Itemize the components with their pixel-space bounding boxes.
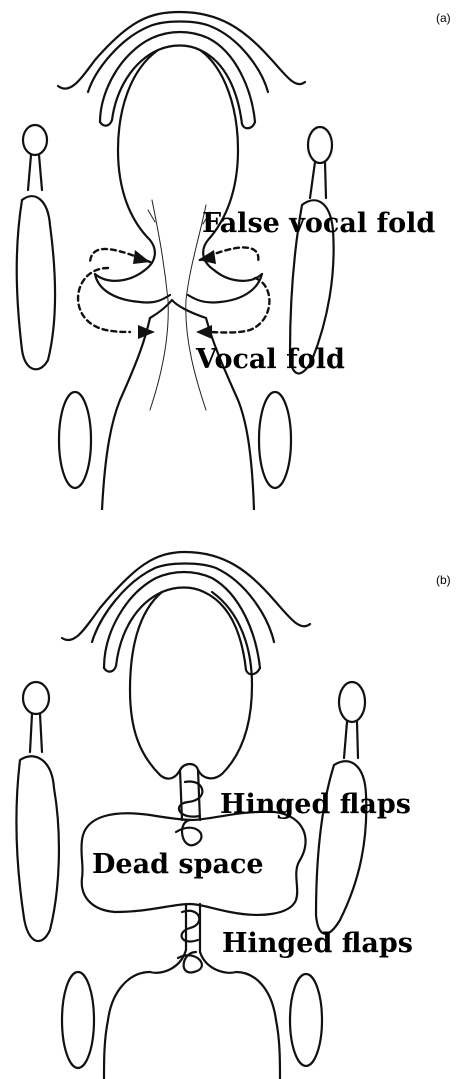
- panel-tag-a: (a): [436, 11, 451, 25]
- cartilage-right-a: [259, 127, 334, 488]
- label-hinged-flaps-lower: Hinged flaps: [222, 928, 413, 959]
- epiglottis-b: [62, 552, 310, 674]
- label-hinged-flaps-upper: Hinged flaps: [220, 789, 411, 820]
- epiglottis-a: [58, 12, 305, 128]
- lower-airway-b: [104, 950, 280, 1079]
- panel-tag-b: (b): [436, 573, 451, 587]
- panel-a: (a) False vocal fold Vocal fold: [0, 0, 458, 510]
- upper-cavity-b: [130, 592, 252, 779]
- panel-b: (b) Hinged flaps Dead space Hinged flaps: [0, 520, 458, 1079]
- label-false-vocal-fold: False vocal fold: [202, 208, 435, 239]
- label-dead-space: Dead space: [92, 849, 264, 880]
- label-vocal-fold: Vocal fold: [195, 344, 345, 375]
- larynx-diagram-b: (b) Hinged flaps Dead space Hinged flaps: [0, 520, 458, 1079]
- cartilage-right-b: [290, 682, 366, 1066]
- larynx-diagram-a: (a) False vocal fold Vocal fold: [0, 0, 458, 510]
- airway-outline-a: [95, 50, 262, 510]
- rotation-arrows-a: [78, 247, 269, 339]
